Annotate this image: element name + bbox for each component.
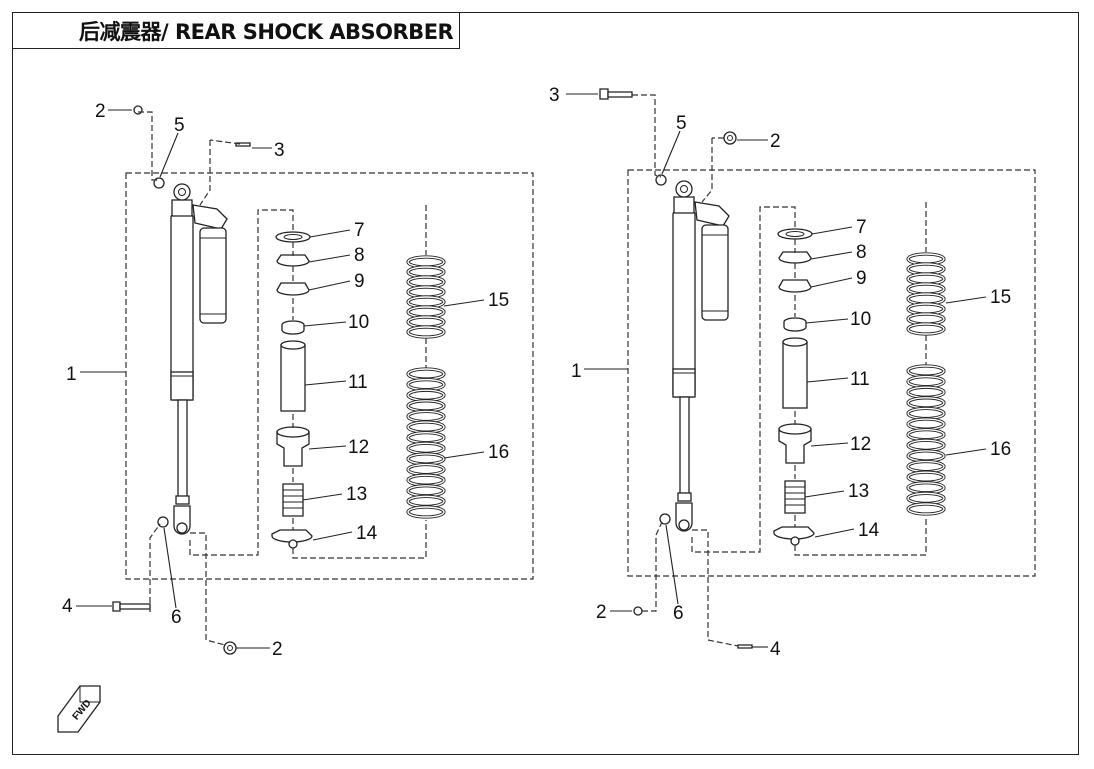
spring-seat-stack — [271, 231, 313, 549]
page-title: 后减震器/ REAR SHOCK ABSORBER — [12, 12, 460, 49]
drawing-frame — [12, 12, 1079, 755]
title-text: 后减震器/ REAR SHOCK ABSORBER — [79, 19, 454, 44]
part-number-6: 6 — [171, 607, 182, 628]
shock-absorber — [170, 183, 228, 535]
spring-seat-stack — [773, 228, 815, 546]
leader-lines — [566, 93, 987, 648]
leader-lines — [76, 109, 485, 649]
part-number-4: 4 — [62, 596, 73, 617]
part-number-16: 16 — [488, 442, 509, 463]
part-number-11: 11 — [850, 369, 870, 390]
part-number-2: 2 — [95, 101, 106, 122]
part-numbers: 1 2 2 3 4 5 6 7 8 9 10 11 12 13 14 15 16 — [549, 85, 1011, 660]
part-number-7: 7 — [354, 220, 365, 241]
part-numbers: 1 2 2 3 4 5 6 7 8 9 10 11 12 13 14 15 16 — [62, 101, 509, 660]
part-number-5: 5 — [174, 115, 185, 136]
assembly-boundary — [627, 169, 1036, 577]
spring-15 — [406, 255, 446, 339]
part-number-12: 12 — [850, 434, 871, 455]
shock-absorber — [672, 180, 730, 532]
bump-stop — [282, 483, 304, 517]
part-number-4: 4 — [770, 639, 781, 660]
bump-stop — [784, 480, 806, 514]
spring-16 — [406, 367, 446, 519]
part-number-2: 2 — [596, 602, 607, 623]
part-number-2: 2 — [272, 639, 283, 660]
part-number-3: 3 — [549, 85, 560, 106]
part-number-15: 15 — [990, 287, 1011, 308]
part-number-13: 13 — [848, 481, 869, 502]
part-number-5: 5 — [676, 113, 687, 134]
part-number-13: 13 — [346, 484, 367, 505]
part-number-8: 8 — [856, 242, 867, 263]
right-assembly: 1 2 2 3 4 5 6 7 8 9 10 11 12 13 14 15 16 — [549, 85, 1036, 660]
part-number-9: 9 — [856, 268, 867, 289]
part-number-7: 7 — [856, 217, 867, 238]
assembly-boundary — [125, 172, 534, 580]
part-number-2: 2 — [770, 131, 781, 152]
guide-lines — [632, 94, 927, 647]
part-number-1: 1 — [66, 364, 77, 385]
forward-arrow-icon: FWD — [57, 685, 101, 733]
guide-lines — [138, 111, 427, 646]
fasteners — [599, 88, 753, 649]
part-number-6: 6 — [673, 603, 684, 624]
part-number-1: 1 — [571, 361, 582, 382]
part-number-11: 11 — [348, 372, 368, 393]
part-number-3: 3 — [274, 140, 285, 161]
part-number-8: 8 — [354, 245, 365, 266]
part-number-14: 14 — [356, 523, 378, 544]
part-number-15: 15 — [488, 290, 509, 311]
spring-16 — [906, 364, 946, 516]
part-number-16: 16 — [990, 439, 1011, 460]
part-number-9: 9 — [354, 271, 365, 292]
part-number-10: 10 — [850, 309, 871, 330]
part-number-10: 10 — [348, 312, 369, 333]
left-assembly: 1 2 2 3 4 5 6 7 8 9 10 11 12 13 14 15 16 — [62, 101, 534, 660]
part-number-12: 12 — [348, 437, 369, 458]
part-number-14: 14 — [858, 520, 880, 541]
spring-15 — [906, 252, 946, 336]
